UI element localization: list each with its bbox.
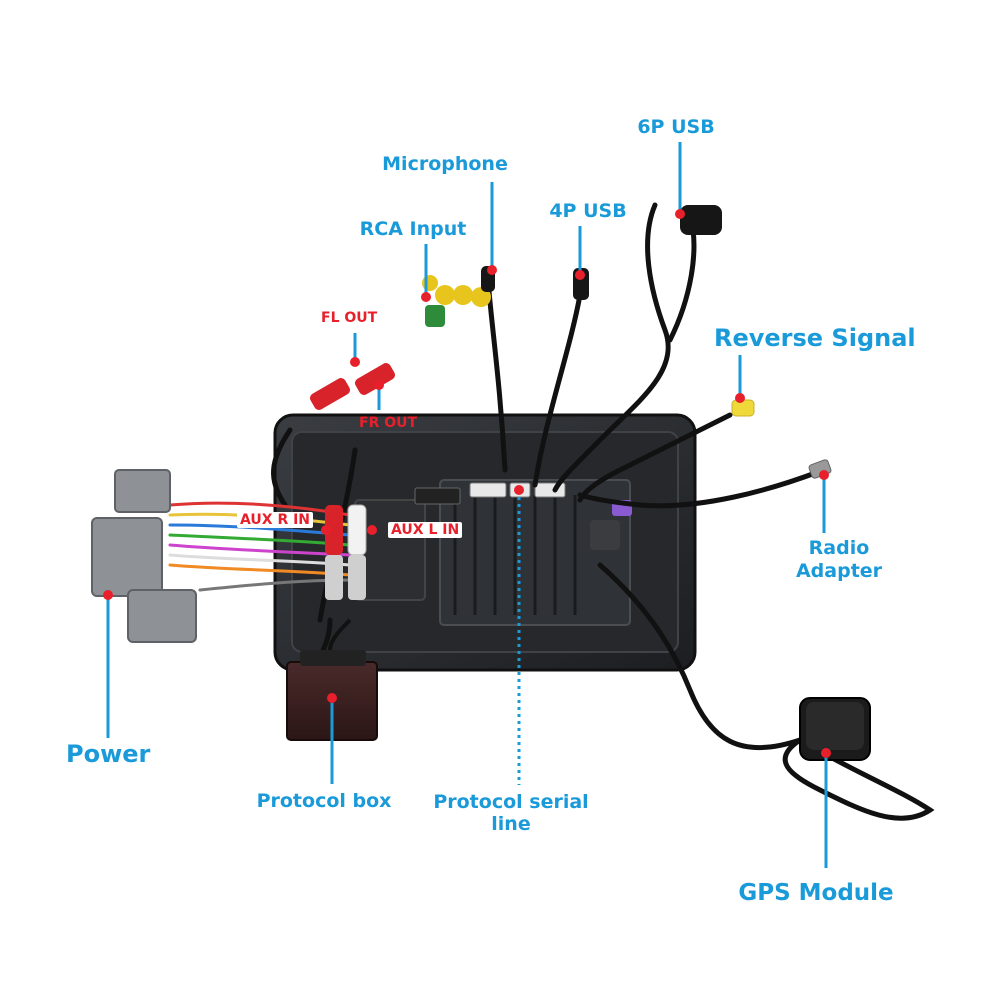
label-gps-module: GPS Module [738, 880, 894, 906]
label-6p-usb: 6P USB [637, 116, 715, 138]
label-radio-adapter-line1: Radio [808, 537, 870, 559]
label-aux-r-in: AUX R IN [237, 512, 314, 528]
label-protocol-serial-line1: Protocol serial [433, 791, 589, 813]
connector-strip [414, 482, 566, 505]
leader-lines [106, 142, 828, 868]
black-cables [271, 202, 935, 821]
label-rca-input: RCA Input [359, 218, 467, 240]
label-aux-l-in: AUX L IN [388, 522, 463, 538]
label-protocol-serial-line: Protocol serial line [433, 791, 589, 836]
label-protocol-serial-line2: line [491, 812, 531, 835]
label-4p-usb: 4P USB [549, 200, 627, 222]
label-fr-out: FR OUT [359, 415, 418, 431]
label-reverse-signal: Reverse Signal [714, 324, 916, 352]
label-fl-out: FL OUT [321, 310, 378, 326]
power-connectors [91, 469, 197, 643]
label-radio-adapter-line2: Adapter [795, 559, 883, 582]
marker-dots [103, 209, 831, 758]
label-protocol-box: Protocol box [256, 790, 392, 812]
label-microphone: Microphone [382, 153, 508, 175]
gps-module [799, 697, 871, 761]
label-power: Power [66, 740, 151, 768]
label-radio-adapter: Radio Adapter [796, 537, 882, 583]
head-unit-body [273, 413, 697, 672]
